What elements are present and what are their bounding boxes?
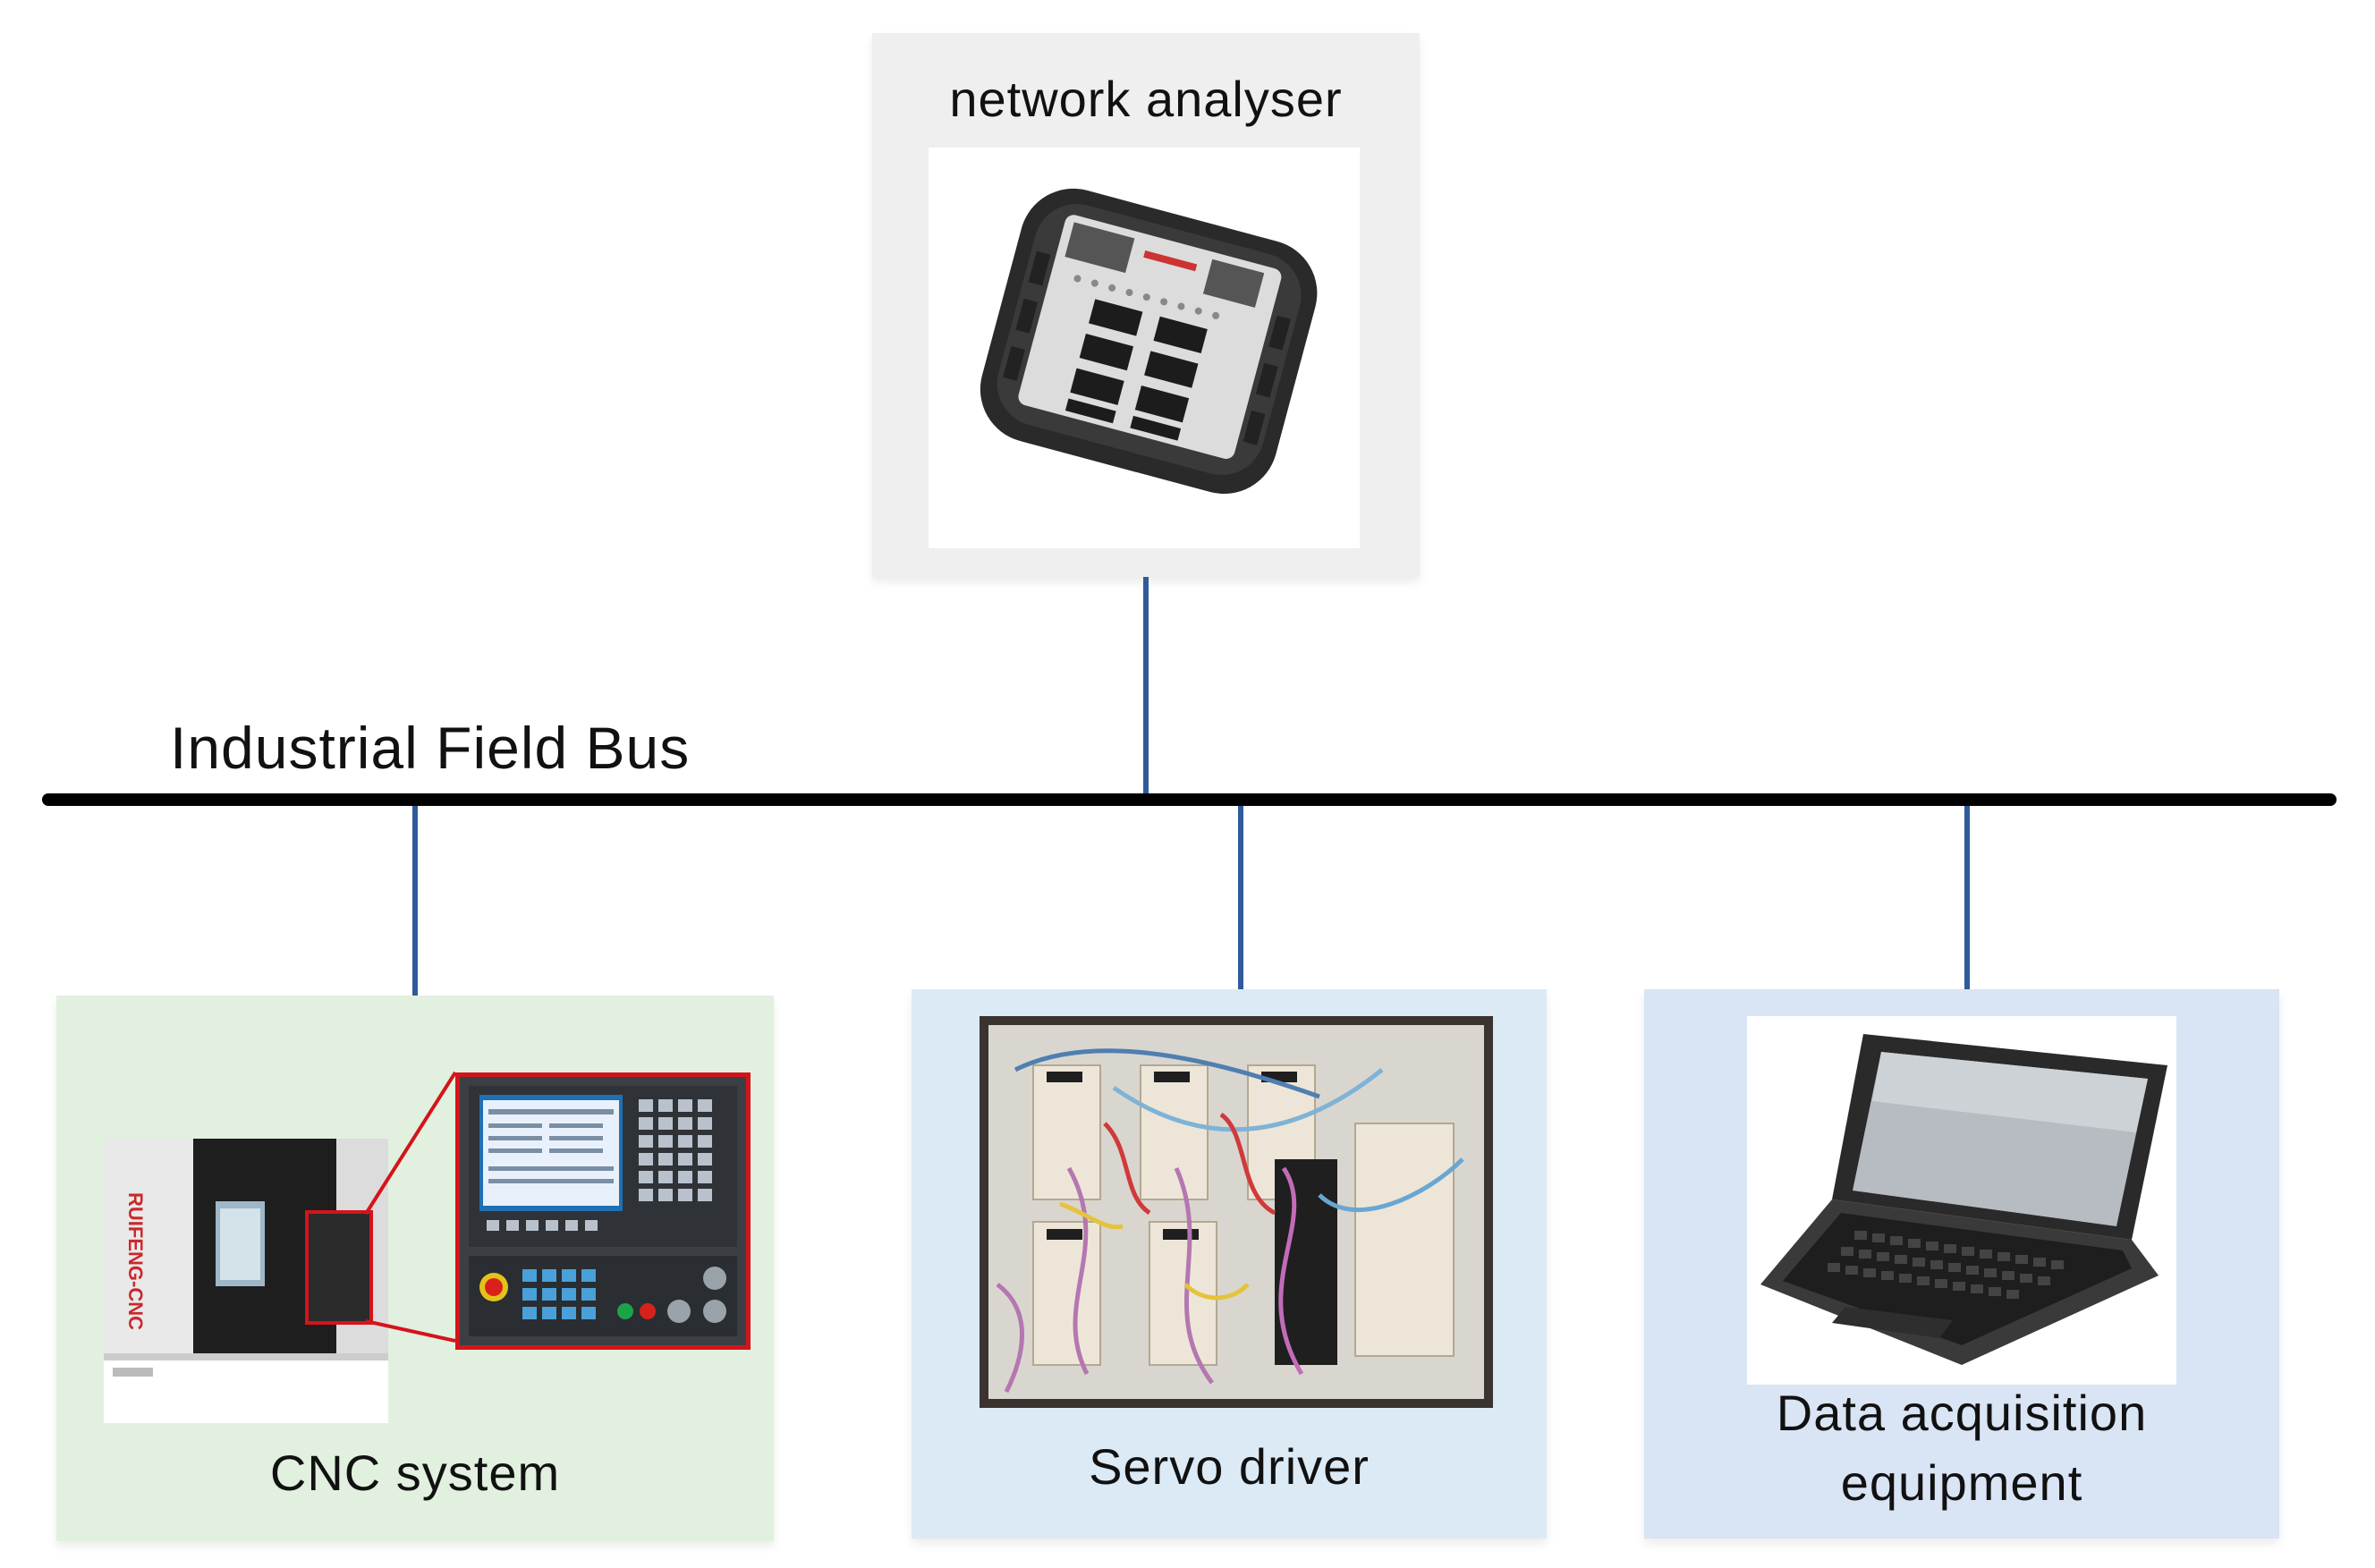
data-acquisition-node: Data acquisition equipment [1644, 989, 2279, 1538]
cnc-system-node: RUIFENG-CNC [56, 996, 774, 1541]
bus-label: Industrial Field Bus [170, 715, 691, 781]
cnc-panel-highlight [305, 1210, 373, 1325]
analyser-connector-line [1143, 577, 1149, 794]
data-acquisition-label-line2: equipment [1840, 1454, 2083, 1511]
servo-driver-node: Servo driver [912, 989, 1547, 1538]
cnc-system-label: CNC system [269, 1445, 561, 1501]
laptop-photo [1747, 1016, 2176, 1385]
daq-connector-line [1964, 806, 1970, 991]
zoom-callout-lines [364, 1071, 457, 1343]
network-analyser-node: network analyser [872, 33, 1420, 577]
industrial-field-bus-line [42, 793, 2337, 806]
servo-driver-cabinet-icon [980, 1016, 1493, 1408]
control-panel-icon [469, 1086, 737, 1336]
cnc-control-panel-zoom [455, 1072, 751, 1350]
network-analyser-label: network analyser [949, 71, 1343, 127]
laptop-icon [1760, 1034, 2167, 1365]
servo-driver-label: Servo driver [1089, 1438, 1370, 1495]
cnc-connector-line [412, 806, 418, 996]
network-analyser-photo [929, 148, 1360, 548]
cnc-brand-text: RUIFENG-CNC [124, 1192, 147, 1330]
data-acquisition-label-line1: Data acquisition [1776, 1385, 2148, 1441]
servo-driver-photo [980, 1016, 1493, 1408]
network-analyser-device-icon [980, 188, 1318, 495]
servo-connector-line [1238, 806, 1243, 991]
